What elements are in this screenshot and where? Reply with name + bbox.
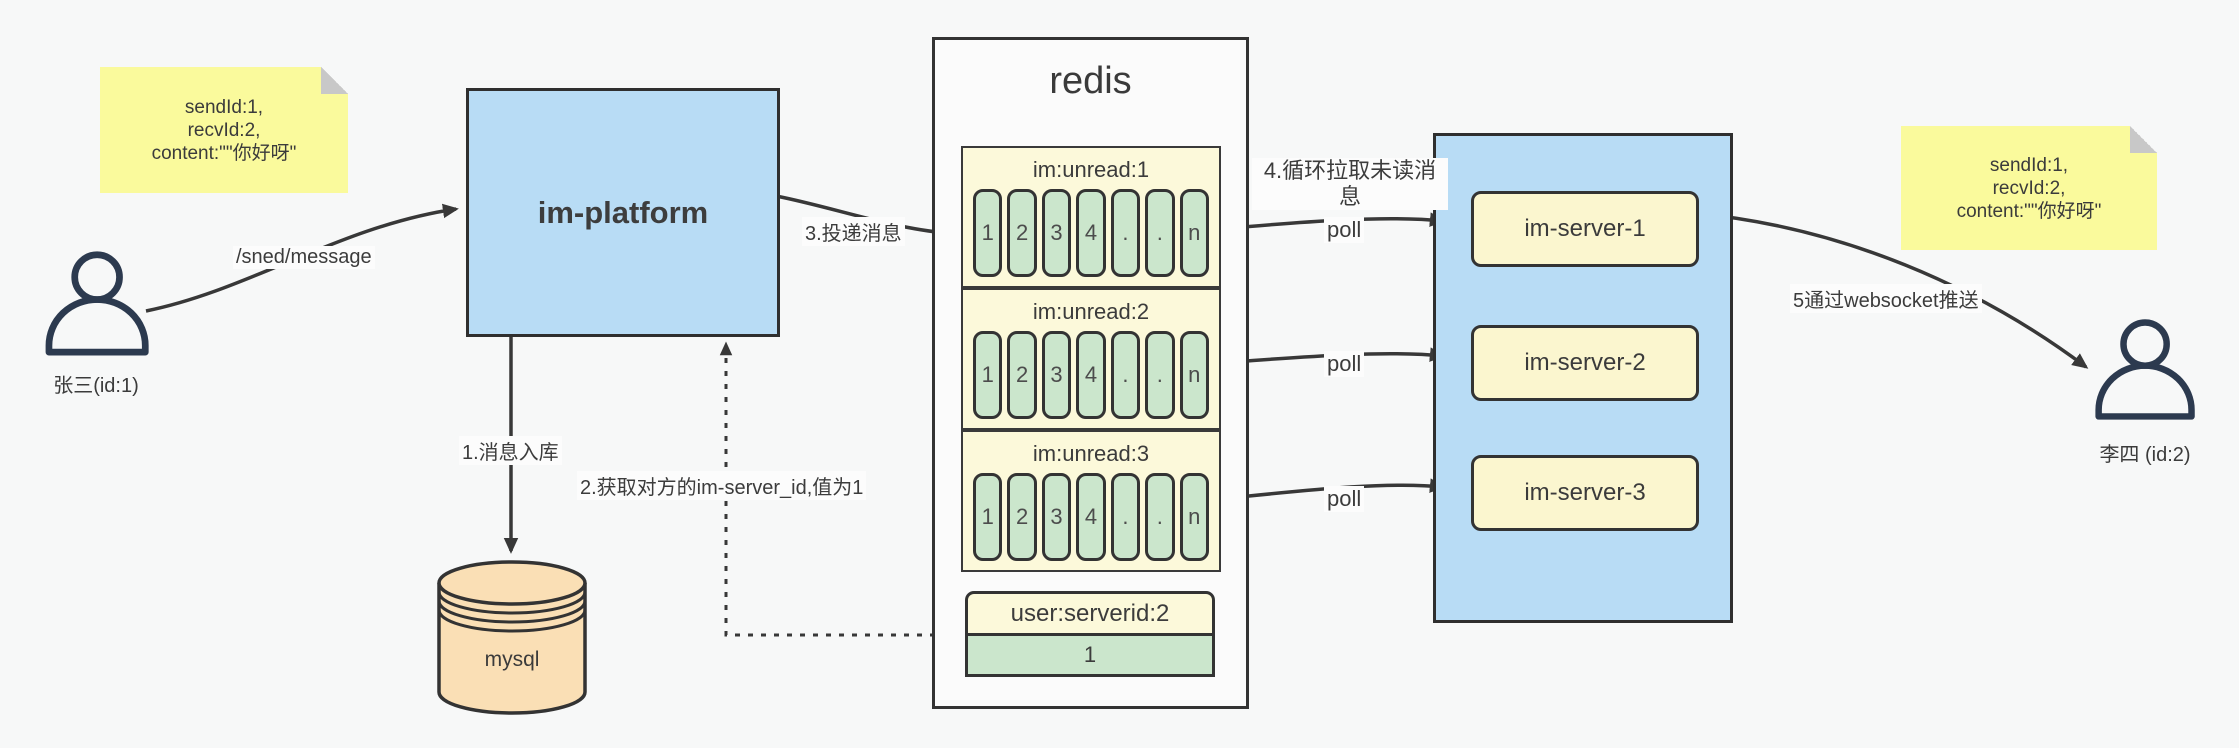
note-fold-icon: [321, 67, 348, 94]
edge-label-poll-3: poll: [1324, 486, 1365, 512]
redis-title: redis: [1049, 60, 1132, 102]
sticky-note-receiver: sendId:1, recvId:2, content:""你好呀": [1901, 126, 2157, 250]
queue-cell: 2: [1007, 189, 1037, 277]
redis-container: redis im:unread:1 1 2 3 4 . . n im:unrea…: [932, 37, 1249, 709]
im-servers-container: im-server-1 im-server-2 im-server-3: [1433, 133, 1733, 623]
note-line: recvId:2,: [187, 119, 261, 141]
edge-label-step4: 4.循环拉取未读消息: [1252, 158, 1448, 210]
im-server-3-box: im-server-3: [1471, 455, 1699, 531]
edge-label-step3: 3.投递消息: [802, 217, 905, 246]
edge-label-step1: 1.消息入库: [459, 436, 562, 465]
queue-cell: 3: [1041, 473, 1072, 561]
im-server-1-box: im-server-1: [1471, 191, 1699, 267]
queue-cell: .: [1145, 473, 1175, 561]
kv-key: user:serverid:2: [965, 591, 1215, 636]
queue-cells-row: 1 2 3 4 . . n: [963, 325, 1219, 419]
queue-cell: 2: [1007, 473, 1037, 561]
mysql-label: mysql: [484, 648, 540, 671]
queue-cell: .: [1110, 189, 1141, 277]
queue-cell: n: [1179, 189, 1209, 277]
note-line: sendId:1,: [1989, 154, 2069, 176]
kv-user-serverid-box: user:serverid:2 1: [965, 591, 1215, 677]
edge-label-step2: 2.获取对方的im-server_id,值为1: [577, 471, 867, 500]
queue-cell: 2: [1007, 331, 1037, 419]
edge-label-send: /sned/message: [233, 246, 375, 269]
edge-label-step5: 5通过websocket推送: [1790, 284, 1982, 313]
note-fold-icon: [2130, 126, 2157, 153]
note-line: content:""你好呀": [151, 142, 297, 164]
edge-label-poll-1: poll: [1324, 217, 1365, 243]
im-server-3-label: im-server-3: [1524, 479, 1646, 506]
queue-cells-row: 1 2 3 4 . . n: [963, 467, 1219, 561]
queue-cell: n: [1179, 473, 1209, 561]
queue-cell: 1: [973, 189, 1003, 277]
queue-header: im:unread:3: [1032, 441, 1150, 466]
edge-label-poll-2: poll: [1324, 351, 1365, 377]
queue-cell: 1: [973, 331, 1003, 419]
mysql-cylinder: [437, 560, 587, 715]
queue-cell: .: [1145, 189, 1175, 277]
queue-cell: 3: [1041, 189, 1072, 277]
queue-cells-row: 1 2 3 4 . . n: [963, 183, 1219, 277]
queue-cell: .: [1145, 331, 1175, 419]
queue-cell: 3: [1041, 331, 1072, 419]
im-platform-box: im-platform: [466, 88, 780, 337]
note-line: content:""你好呀": [1956, 200, 2102, 222]
sticky-note-sender: sendId:1, recvId:2, content:""你好呀": [100, 67, 348, 193]
kv-value: 1: [965, 636, 1215, 677]
queue-cell: 1: [973, 473, 1003, 561]
queue-im-unread-2: im:unread:2 1 2 3 4 . . n: [961, 288, 1221, 430]
sender-user-icon: [45, 251, 149, 356]
receiver-label: 李四 (id:2): [2099, 444, 2191, 466]
im-server-2-box: im-server-2: [1471, 325, 1699, 401]
receiver-user-icon: [2095, 319, 2195, 420]
queue-im-unread-3: im:unread:3 1 2 3 4 . . n: [961, 430, 1221, 572]
im-server-2-label: im-server-2: [1524, 349, 1646, 376]
queue-cell: n: [1179, 331, 1209, 419]
queue-im-unread-1: im:unread:1 1 2 3 4 . . n: [961, 146, 1221, 288]
queue-header: im:unread:1: [1032, 157, 1150, 182]
sender-label: 张三(id:1): [53, 375, 139, 397]
im-server-1-label: im-server-1: [1524, 215, 1646, 242]
note-line: sendId:1,: [184, 96, 264, 118]
queue-cell: .: [1110, 473, 1141, 561]
queue-cell: .: [1110, 331, 1141, 419]
queue-cell: 4: [1076, 331, 1106, 419]
queue-cell: 4: [1076, 189, 1106, 277]
note-line: recvId:2,: [1992, 177, 2066, 199]
im-platform-label: im-platform: [537, 194, 709, 230]
queue-cell: 4: [1076, 473, 1106, 561]
queue-header: im:unread:2: [1032, 299, 1150, 324]
